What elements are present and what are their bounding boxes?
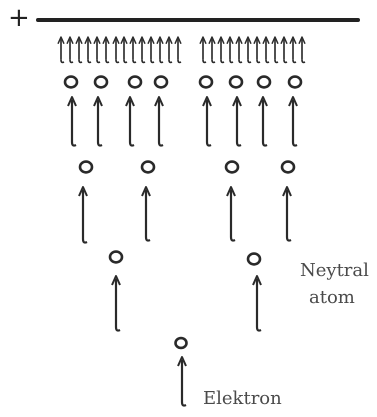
neutral-atom-icon	[246, 252, 262, 266]
electron-arrow-icon	[125, 96, 135, 147]
electron-arrow-icon	[67, 96, 77, 147]
electron-arrow-icon	[93, 36, 101, 64]
neutral-atom-icon	[174, 336, 188, 350]
electron-arrow-icon	[298, 36, 306, 64]
particle-layer	[57, 36, 306, 407]
electron-arrow-icon	[226, 186, 236, 242]
neutral-atom-icon	[287, 75, 303, 89]
electron-arrow-icon	[244, 36, 252, 64]
electron-arrow-icon	[78, 186, 88, 244]
electron-arrow-icon	[84, 36, 92, 64]
electron-arrow-icon	[288, 96, 298, 147]
electron-arrow-icon	[102, 36, 110, 64]
neutral-atom-label-line1: Neytral	[300, 260, 369, 281]
neutral-atom-icon	[228, 75, 244, 89]
neutral-atom-icon	[127, 75, 143, 89]
electron-arrow-icon	[282, 186, 292, 242]
electron-arrow-icon	[280, 36, 288, 64]
electron-arrow-icon	[217, 36, 225, 64]
neutral-atom-icon	[93, 75, 109, 89]
electron-arrow-icon	[156, 36, 164, 64]
electron-arrow-icon	[252, 275, 262, 332]
electron-arrow-icon	[75, 36, 83, 64]
plate-sign: +	[8, 3, 30, 33]
electron-arrow-icon	[147, 36, 155, 64]
electron-arrow-icon	[112, 36, 120, 64]
electron-arrow-icon	[120, 36, 128, 64]
neutral-atom-icon	[198, 75, 214, 89]
electron-arrow-icon	[232, 96, 242, 147]
electron-arrow-icon	[154, 96, 164, 147]
neutral-atom-icon	[224, 160, 240, 174]
electron-label: Elektron	[203, 388, 282, 409]
neutral-atom-icon	[280, 160, 296, 174]
electron-arrow-icon	[111, 275, 121, 332]
electron-arrow-icon	[57, 36, 65, 64]
electron-arrow-icon	[199, 36, 207, 64]
electron-arrow-icon	[258, 96, 268, 147]
neutral-atom-icon	[140, 160, 156, 174]
electron-arrow-icon	[66, 36, 74, 64]
neutral-atom-icon	[108, 250, 124, 264]
electron-arrow-icon	[262, 36, 270, 64]
electron-arrow-icon	[271, 36, 279, 64]
electron-arrow-icon	[253, 36, 261, 64]
electron-arrow-icon	[289, 36, 297, 64]
neutral-atom-icon	[78, 160, 94, 174]
neutral-atom-label-line2: atom	[309, 287, 355, 308]
electron-arrow-icon	[226, 36, 234, 64]
neutral-atom-icon	[63, 75, 79, 89]
electron-arrow-icon	[208, 36, 216, 64]
electron-arrow-icon	[138, 36, 146, 64]
electron-arrow-icon	[235, 36, 243, 64]
electron-arrow-icon	[141, 186, 151, 242]
neutral-atom-icon	[153, 75, 169, 89]
electron-arrow-icon	[177, 356, 187, 407]
electron-arrow-icon	[129, 36, 137, 64]
electron-arrow-icon	[202, 96, 212, 147]
neutral-atom-icon	[256, 75, 272, 89]
electron-arrow-icon	[174, 36, 182, 64]
electron-arrow-icon	[93, 96, 103, 147]
electron-arrow-icon	[165, 36, 173, 64]
